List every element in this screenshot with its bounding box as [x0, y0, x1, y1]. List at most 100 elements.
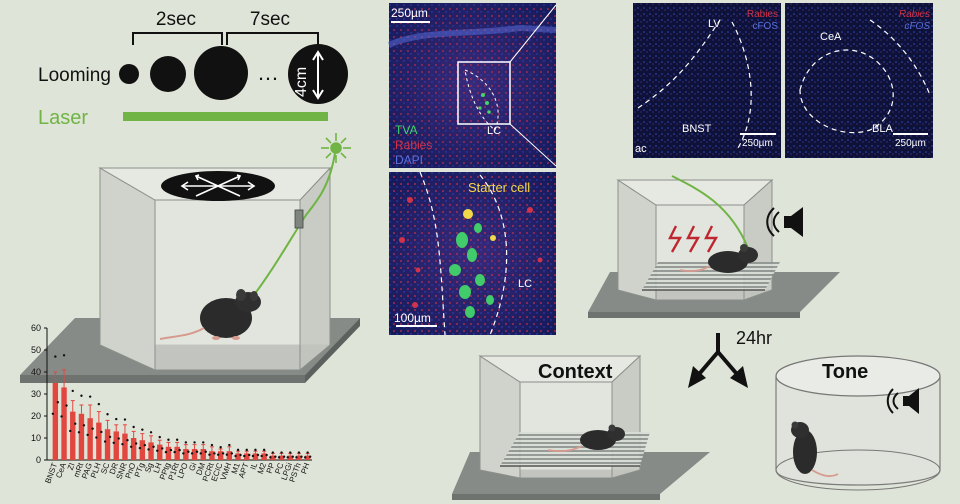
histology-lc-overview: 250µm TVA Rabies DAPI LC — [387, 3, 557, 168]
looming-dot-large — [194, 46, 248, 100]
bar — [200, 449, 206, 460]
y-tick-label: 10 — [31, 433, 41, 443]
split-arrows: 24hr — [688, 328, 772, 388]
bar — [52, 383, 59, 460]
data-point — [300, 455, 303, 458]
y-tick-label: 0 — [36, 455, 41, 465]
data-point — [115, 417, 118, 421]
zoom-region-label: LC — [518, 278, 532, 290]
region-lv-label: LV — [708, 18, 721, 30]
bar — [78, 413, 85, 460]
y-tick-label: 20 — [31, 411, 41, 421]
data-point — [103, 440, 107, 443]
data-point — [112, 441, 115, 445]
cea-scale-label: 250µm — [895, 138, 926, 149]
data-point — [269, 456, 272, 459]
bar — [70, 411, 76, 460]
x-tick-label: SC — [99, 461, 111, 475]
data-point — [108, 435, 112, 439]
bar — [261, 453, 267, 460]
context-label: Context — [538, 361, 613, 383]
data-point — [303, 456, 307, 459]
data-point — [190, 452, 194, 455]
zoom-box — [457, 61, 511, 125]
data-point — [173, 450, 176, 454]
data-point — [280, 451, 283, 454]
bar — [113, 431, 119, 460]
laser-label: Laser — [38, 107, 88, 129]
bar — [157, 444, 163, 460]
data-point — [80, 394, 83, 397]
region-cea-label: CeA — [820, 31, 842, 43]
data-point — [234, 454, 237, 458]
bar — [130, 438, 137, 460]
x-tick-label: PC — [273, 461, 285, 475]
legend-tva: TVA — [395, 123, 417, 137]
data-point — [74, 422, 77, 425]
data-point — [129, 445, 133, 448]
data-point — [88, 395, 92, 398]
data-point — [248, 453, 251, 457]
data-point — [69, 429, 72, 433]
bar — [165, 446, 172, 460]
data-point — [216, 453, 220, 456]
mouse — [159, 289, 261, 340]
data-point — [271, 451, 275, 454]
looming-label: Looming — [38, 65, 111, 86]
bar — [61, 387, 67, 460]
bar — [122, 433, 128, 460]
x-tick-label: M2 — [256, 461, 268, 475]
x-tick-label: Sg — [143, 462, 155, 474]
data-point — [117, 437, 120, 440]
bnst-legend-cfos: cFOS — [752, 21, 778, 32]
data-point — [230, 452, 234, 455]
context-mouse — [547, 424, 625, 453]
data-point — [121, 442, 124, 446]
data-point — [167, 438, 170, 441]
data-point — [97, 402, 101, 406]
region-ac-label: ac — [635, 143, 647, 155]
histology-cea: Rabies cFOS CeA BLA 250µm — [785, 3, 933, 158]
data-point — [219, 446, 222, 449]
data-point — [243, 454, 246, 458]
x-tick-label: ZI — [66, 462, 77, 472]
data-point — [182, 452, 185, 455]
x-tick-label: DR — [108, 461, 120, 475]
speaker-icon — [766, 207, 803, 237]
data-point — [62, 354, 66, 357]
data-point — [199, 452, 202, 455]
data-point — [54, 355, 57, 358]
legend-dapi: DAPI — [395, 153, 423, 167]
data-point — [164, 450, 168, 454]
data-point — [178, 448, 181, 452]
data-point — [291, 455, 294, 458]
zoom-scale-label: 100µm — [394, 311, 431, 325]
x-tick-label: M1 — [230, 461, 242, 475]
shock-icon — [668, 225, 719, 253]
data-point — [228, 443, 231, 447]
bar — [87, 418, 93, 460]
tone-label: Tone — [822, 361, 868, 383]
data-point — [286, 456, 289, 459]
data-point — [204, 450, 207, 453]
bar-series — [51, 354, 312, 460]
data-point — [95, 436, 98, 439]
data-point — [225, 453, 229, 456]
bar — [174, 446, 180, 460]
data-point — [251, 454, 255, 458]
data-point — [86, 433, 89, 437]
bar — [148, 442, 154, 460]
data-point — [65, 404, 68, 407]
ellipsis: … — [257, 60, 279, 85]
cea-legend-cfos: cFOS — [904, 21, 930, 32]
bnst-scale-label: 250µm — [742, 138, 773, 149]
data-point — [82, 424, 86, 427]
data-point — [106, 413, 109, 416]
data-point — [184, 441, 188, 444]
bar — [226, 451, 233, 460]
y-tick-label: 50 — [31, 345, 41, 355]
data-point — [100, 430, 103, 434]
y-tick-label: 60 — [31, 323, 41, 333]
data-point — [202, 441, 205, 444]
data-point — [308, 455, 312, 458]
